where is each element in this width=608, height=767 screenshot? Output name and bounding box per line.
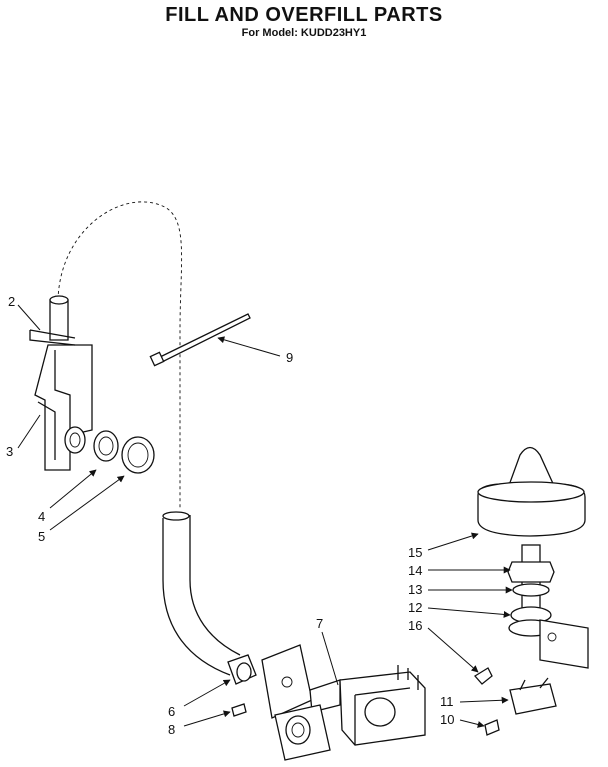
leader-12 [427,607,511,618]
leader-11 [459,696,509,704]
leader-16 [427,627,479,673]
callout-13: 13 [408,582,422,597]
callout-3: 3 [6,444,13,459]
callout-5: 5 [38,529,45,544]
cable-tie [149,313,251,367]
vent-assembly [29,295,93,471]
fill-hose [162,511,257,685]
leader-5 [49,475,125,531]
callout-10: 10 [440,712,454,727]
float [477,446,586,537]
callout-2: 2 [8,294,15,309]
callout-11: 11 [440,694,454,709]
leader-15 [427,532,479,551]
model-subtitle: For Model: KUDD23HY1 [241,27,367,39]
screw-8 [231,703,247,717]
callout-4: 4 [38,509,45,524]
gasket-rings [64,426,155,474]
float-stem [507,544,555,637]
leader-9 [217,336,281,357]
callout-7: 7 [316,616,323,631]
leader-2 [17,304,41,331]
leader-3 [17,414,41,449]
callout-6: 6 [168,704,175,719]
switch-bracket [474,619,589,685]
callout-14: 14 [408,563,422,578]
leader-6 [183,679,231,707]
leader-7 [321,631,339,686]
callout-9: 9 [286,350,293,365]
leader-4 [49,469,97,509]
float-switch [484,677,557,736]
leader-10 [459,719,485,728]
callout-16: 16 [408,618,422,633]
callout-12: 12 [408,600,422,615]
fill-valve [261,644,426,761]
callout-8: 8 [168,722,175,737]
leader-8 [183,710,231,727]
page-title: FILL AND OVERFILL PARTS [165,4,443,26]
callout-15: 15 [408,545,422,560]
